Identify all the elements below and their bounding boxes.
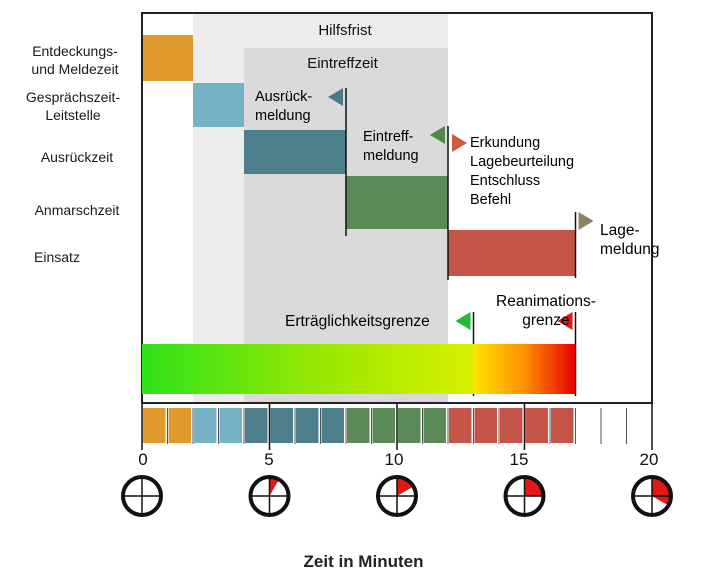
phase-eintreffzeit-label: Eintreffzeit (307, 55, 378, 72)
axis-tick-5: 5 (264, 450, 274, 469)
annotation-erkundung: Erkundung Lagebeurteilung Entschluss Bef… (470, 135, 575, 208)
timeline-bar-0 (142, 35, 193, 81)
minute-block-2 (194, 408, 217, 443)
minute-block-11 (423, 408, 446, 443)
reanimation-gradient-bar (473, 344, 576, 394)
minute-block-15 (525, 408, 548, 443)
annotation-reanimationsgrenze: Reanimations- grenze (496, 293, 596, 329)
axis-tick-0: 0 (138, 450, 148, 469)
erkundung-arrow (452, 134, 467, 152)
minute-block-13 (474, 408, 497, 443)
phase-hilfsfrist-label: Hilfsfrist (318, 22, 372, 39)
minute-block-0 (143, 408, 166, 443)
axis-title: Zeit in Minuten (303, 552, 424, 571)
clock-fill-5 (269, 477, 279, 496)
ertraeglichkeitsgrenze-marker-arrow (455, 312, 471, 330)
lagemeldung-marker-arrow (578, 212, 594, 230)
minute-block-4 (245, 408, 268, 443)
annotation-ertraeglichkeitsgrenze: Erträglichkeitsgrenze (285, 313, 430, 330)
minute-block-7 (321, 408, 344, 443)
minute-block-12 (449, 408, 472, 443)
minute-block-10 (398, 408, 421, 443)
row-label-anmarschzeit: Anmarschzeit (34, 202, 120, 218)
row-label-einsatz: Einsatz (34, 249, 80, 265)
axis-tick-10: 10 (384, 450, 404, 469)
row-label-ausrueckzeit: Ausrückzeit (40, 149, 114, 165)
minute-block-14 (500, 408, 523, 443)
minute-block-8 (347, 408, 370, 443)
eintreffmeldung-marker-arrow (430, 126, 445, 144)
minute-block-5 (270, 408, 293, 443)
ertraeglich-gradient-bar (142, 344, 474, 394)
minute-block-3 (219, 408, 242, 443)
ausrueckmeldung-marker-arrow (328, 88, 343, 106)
timeline-bar-1 (193, 83, 244, 127)
minute-block-16 (551, 408, 574, 443)
annotation-lagemeldung: Lage- meldung (600, 222, 660, 258)
timeline-bar-4 (448, 230, 576, 276)
minute-block-6 (296, 408, 319, 443)
annotation-eintreffmeldung: Eintreff- meldung (363, 129, 419, 164)
annotation-ausrueckmeldung: Ausrück- meldung (255, 89, 313, 124)
timeline-bar-2 (244, 130, 346, 174)
minute-block-9 (372, 408, 395, 443)
axis-tick-20: 20 (639, 450, 659, 469)
row-label-gespraechszeit: Gesprächszeit- Leitstelle (25, 89, 121, 123)
clock-fill-15 (524, 477, 544, 496)
reanimationsgrenze-marker-arrow (557, 312, 573, 330)
timeline-bar-3 (346, 176, 448, 229)
row-label-entdeckung: Entdeckungs- und Meldezeit (31, 43, 119, 77)
axis-tick-15: 15 (509, 450, 529, 469)
minute-block-1 (168, 408, 191, 443)
